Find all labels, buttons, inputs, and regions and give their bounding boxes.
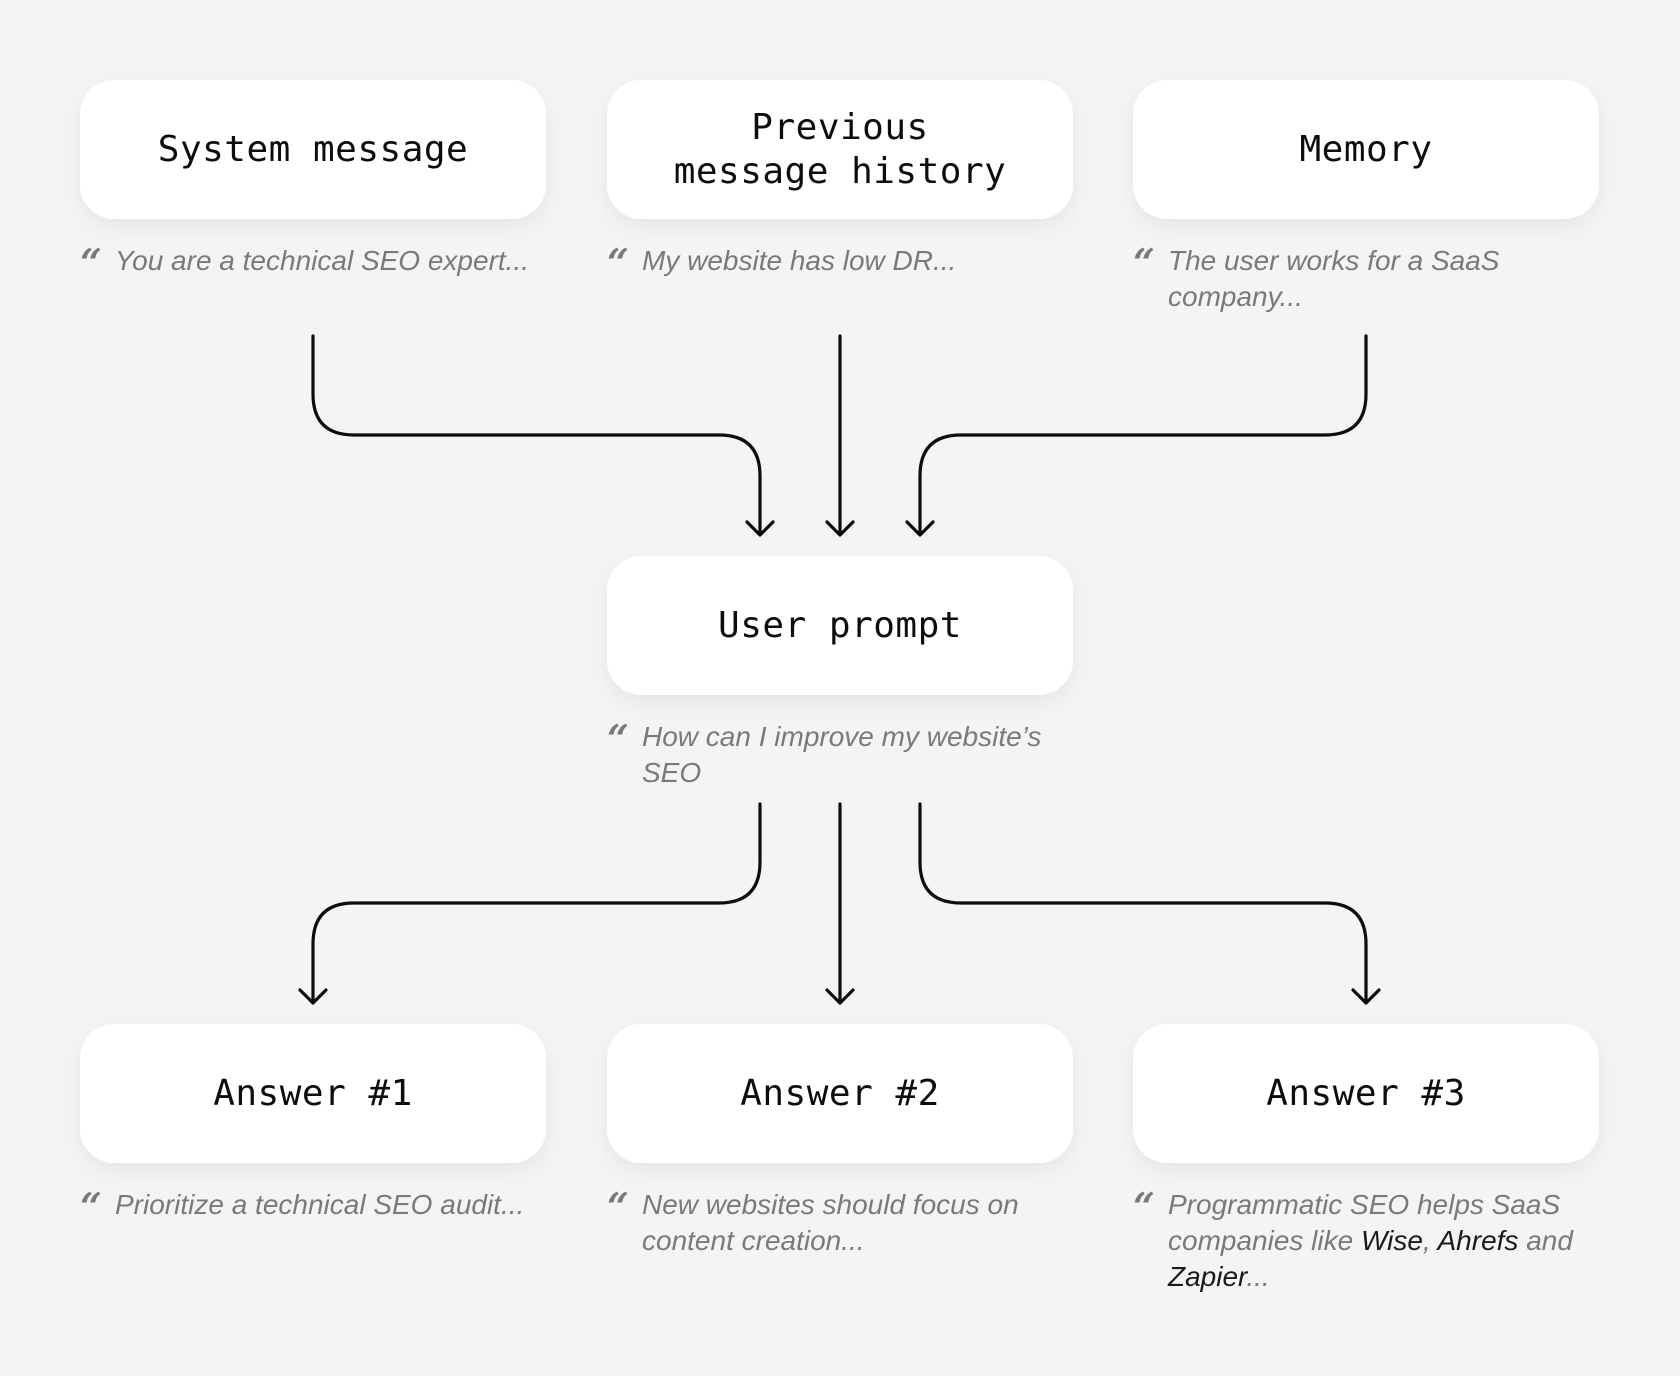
previous-message-history-box: Previous message history xyxy=(607,80,1073,219)
previous-message-history-quote-text: My website has low DR... xyxy=(642,245,957,276)
arrow-prompt-to-answer-3 xyxy=(918,802,1381,1005)
system-message-quote-text: You are a technical SEO expert... xyxy=(115,245,530,276)
quote-icon: “ xyxy=(607,1184,629,1229)
answer-3-quote-text: Programmatic SEO helps SaaS companies li… xyxy=(1168,1189,1573,1292)
user-prompt-quote-text: How can I improve my website’s SEO xyxy=(642,721,1042,788)
ahrefs-name: Ahrefs xyxy=(1437,1225,1519,1256)
memory-label: Memory xyxy=(1299,128,1433,170)
arrow-history-to-prompt xyxy=(825,334,855,537)
answer-1-box: Answer #1 xyxy=(80,1024,546,1163)
answer-2-quote: “ New websites should focus on content c… xyxy=(607,1187,1077,1259)
arrow-prompt-to-answer-2 xyxy=(825,802,855,1005)
answer-3-box: Answer #3 xyxy=(1133,1024,1599,1163)
previous-message-history-label: Previous message history xyxy=(673,106,1007,192)
user-prompt-quote: “ How can I improve my website’s SEO xyxy=(607,719,1077,791)
answer-1-quote: “ Prioritize a technical SEO audit... xyxy=(80,1184,550,1229)
memory-box: Memory xyxy=(1133,80,1599,219)
memory-quote-text: The user works for a SaaS company... xyxy=(1168,245,1500,312)
answer-3-label: Answer #3 xyxy=(1266,1072,1466,1114)
system-message-box: System message xyxy=(80,80,546,219)
quote-icon: “ xyxy=(80,1184,102,1229)
answer-2-label: Answer #2 xyxy=(740,1072,940,1114)
answer-1-label: Answer #1 xyxy=(213,1072,413,1114)
quote-icon: “ xyxy=(80,240,102,285)
answer-1-quote-text: Prioritize a technical SEO audit... xyxy=(115,1189,525,1220)
quote-icon: “ xyxy=(607,716,629,761)
answer-2-quote-text: New websites should focus on content cre… xyxy=(642,1189,1019,1256)
arrow-system-to-prompt xyxy=(311,334,775,537)
arrow-memory-to-prompt xyxy=(905,334,1368,537)
user-prompt-box: User prompt xyxy=(607,556,1073,695)
answer-3-quote: “ Programmatic SEO helps SaaS companies … xyxy=(1133,1187,1603,1295)
wise-name: Wise xyxy=(1360,1225,1423,1256)
quote-icon: “ xyxy=(1133,1184,1155,1229)
quote-icon: “ xyxy=(607,240,629,285)
arrow-prompt-to-answer-1 xyxy=(298,802,762,1005)
system-message-quote: “ You are a technical SEO expert... xyxy=(80,240,550,285)
zapier-name: Zapier xyxy=(1168,1261,1247,1292)
previous-message-history-quote: “ My website has low DR... xyxy=(607,240,1077,285)
memory-quote: “ The user works for a SaaS company... xyxy=(1133,243,1603,315)
quote-icon: “ xyxy=(1133,240,1155,285)
user-prompt-label: User prompt xyxy=(718,604,962,646)
answer-2-box: Answer #2 xyxy=(607,1024,1073,1163)
system-message-label: System message xyxy=(157,128,469,170)
